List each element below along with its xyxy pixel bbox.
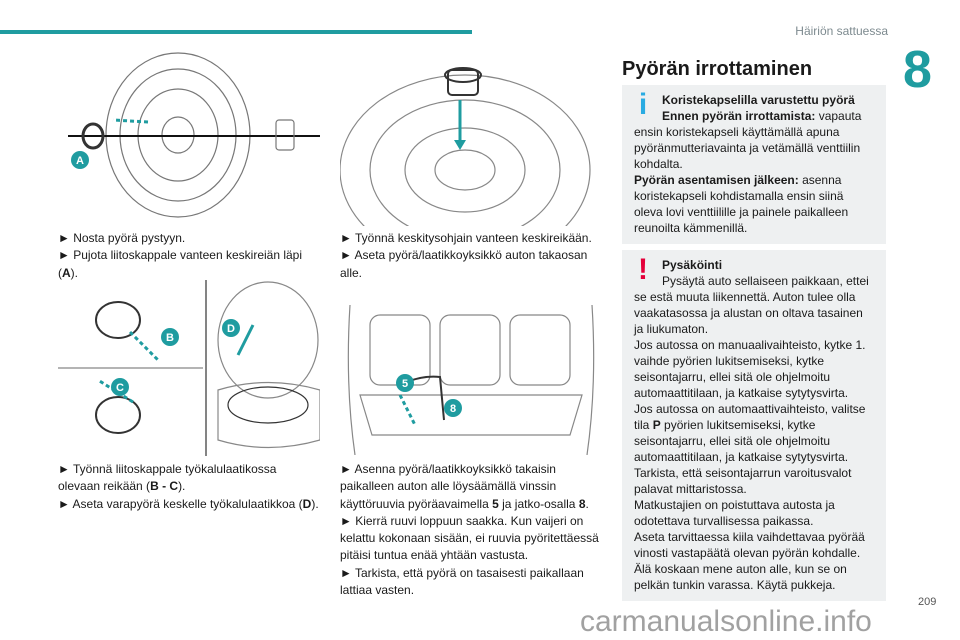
callout-b: B [166,332,174,344]
callout-a: A [76,155,84,167]
step-text: ► Aseta pyörä/laatikkoyksikkö auton taka… [340,248,588,280]
warning-title: Pysäköinti [662,258,723,272]
info-title: Koristekapselilla varustettu pyörä [662,93,855,107]
callout-d: D [227,323,235,335]
page-heading: Pyörän irrottaminen [622,58,813,80]
col2-text-bottom: ► Asenna pyörä/laatikkoyksikkö takaisin … [340,461,608,599]
figure-wheel-lift: A [58,40,320,218]
chapter-number: 8 [903,41,932,99]
watermark: carmanualsonline.info [580,605,872,638]
page-number: 209 [918,596,937,608]
step-text: ► Työnnä keskitysohjain vanteen keskirei… [340,231,592,245]
figure-toolbox-insert: B C D [58,280,320,456]
step-text: ► Tarkista, että pyörä on tasaisesti pai… [340,565,584,598]
figure-trunk-winch: 5 8 [340,305,602,455]
warning-box: ! Pysäköinti Pysäytä auto sellaiseen pai… [622,250,886,601]
step-text: ► Pujota liitoskappale vanteen keskireiä… [58,248,303,280]
step-text: ► Kierrä ruuvi loppuun saakka. Kun vaije… [340,513,599,563]
figure-centering-guide [340,40,602,226]
callout-5: 5 [402,378,408,390]
warning-icon: ! [638,253,648,286]
step-text: ► Nosta pyörä pystyyn. [58,231,186,245]
callout-c: C [116,382,124,394]
info-icon: i [638,88,648,121]
step-text: ► Työnnä liitoskappale työkalulaatikossa… [58,462,277,494]
info-box: i Koristekapselilla varustettu pyörä Enn… [622,85,886,244]
col2-text-top: ► Työnnä keskitysohjain vanteen keskirei… [340,230,602,282]
step-text: ► Asenna pyörä/laatikkoyksikkö takaisin … [340,462,589,511]
col1-text-bottom: ► Työnnä liitoskappale työkalulaatikossa… [58,461,320,513]
col1-text-top: ► Nosta pyörä pystyyn. ► Pujota liitoska… [58,230,320,282]
step-text: ► Aseta varapyörä keskelle työkalulaatik… [58,496,319,511]
section-title: Häiriön sattuessa [795,24,888,38]
callout-8: 8 [450,403,456,415]
header-accent-bar [0,30,472,34]
